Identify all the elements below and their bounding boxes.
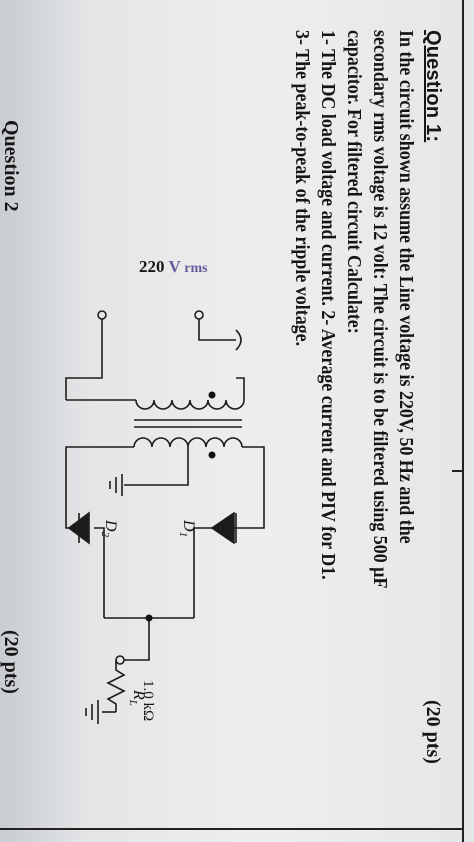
primary-coil (135, 399, 245, 410)
output-junction-dot (145, 614, 153, 622)
secondary-dot (208, 451, 216, 459)
switch-contact (235, 329, 242, 351)
diode2-triangle (67, 511, 90, 545)
output-terminal (115, 655, 125, 665)
diode2-label: D2 (99, 519, 119, 538)
next-question-title-partial: Question 2 (0, 120, 22, 212)
source-terminal-top (194, 310, 204, 320)
load-label: RL (127, 689, 147, 706)
secondary-top-wire (234, 446, 265, 529)
secondary-coil (133, 437, 243, 448)
source-terminal-bottom (97, 310, 107, 320)
load-resistor (106, 660, 126, 712)
center-tap-wire (124, 447, 189, 486)
source-bottom-wire (65, 319, 103, 400)
diode2-cathode-wire (94, 527, 105, 618)
diode1-cathode-wire (193, 527, 212, 618)
primary-dot (208, 391, 216, 399)
load-wire (124, 618, 150, 661)
diode1-triangle (210, 511, 235, 545)
load-value: 1.0 kΩ (140, 680, 156, 721)
next-question-points-partial: (20 pts) (0, 630, 22, 694)
source-top-wire (198, 319, 236, 341)
secondary-bottom-wire (65, 446, 134, 529)
diode1-label: D1 (177, 519, 197, 537)
primary-top-lead (236, 377, 245, 400)
source-voltage-label: 220 V rms (139, 257, 208, 276)
